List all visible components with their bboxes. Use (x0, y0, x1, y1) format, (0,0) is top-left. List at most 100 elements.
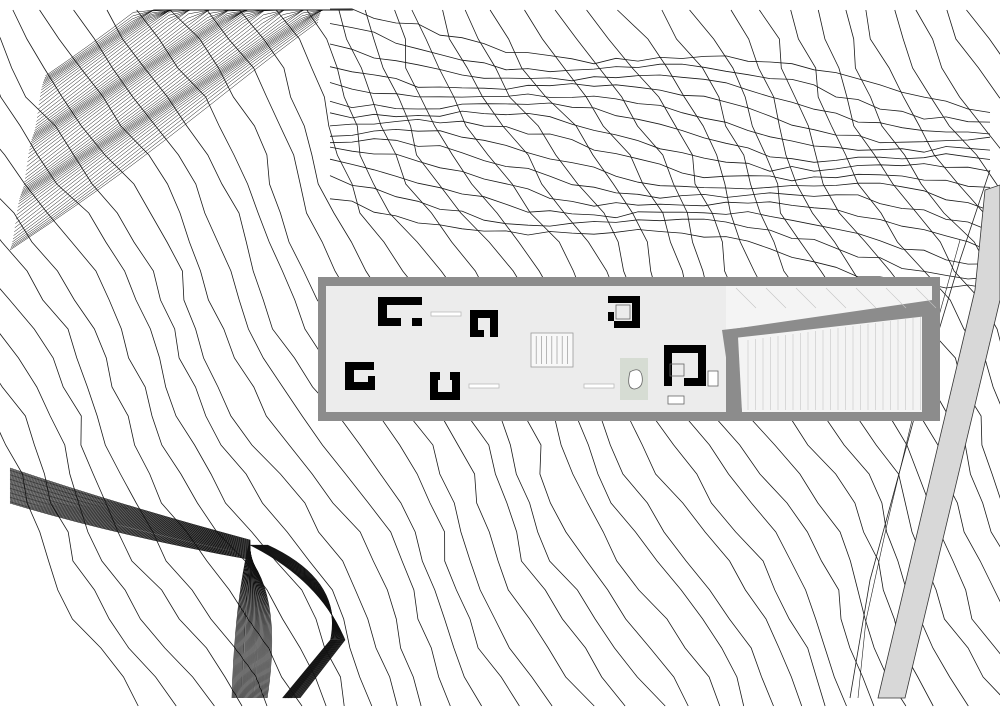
steep-contour-line (13, 9, 322, 236)
ravine-contour-line (9, 476, 251, 699)
ravine-contour-line (9, 488, 258, 699)
ramp-lower-floor (738, 314, 922, 412)
ravine-contour-line (9, 499, 269, 699)
steep-contour-line (18, 9, 327, 202)
ravine-contour-line (9, 475, 251, 699)
ravine-contour-line (9, 484, 254, 699)
ravine-contour-line (9, 483, 254, 699)
steep-contour-line (9, 21, 319, 251)
contour-line (329, 110, 991, 172)
ravine-contour-line (9, 498, 268, 699)
contour-line (915, 9, 1000, 149)
wall-fragment-6 (430, 372, 460, 400)
contour-line (0, 238, 268, 707)
ramp-upper-line (795, 287, 817, 309)
contour-line (0, 198, 303, 707)
ravine-contour-line (9, 483, 253, 699)
ravine-contour-line (9, 494, 264, 699)
steep-slope-northwest (9, 9, 354, 251)
ramp-upper-line (885, 287, 907, 309)
wall-fragments (345, 296, 706, 400)
ravine-contour-line (9, 492, 261, 699)
contour-line (329, 66, 991, 144)
ravine-contour-line (9, 490, 260, 699)
ravine-contour-line (9, 467, 251, 699)
ravine-contour-line (9, 486, 256, 699)
ravine-contour-line (9, 471, 251, 699)
steep-contour-line (20, 9, 329, 197)
steep-contour-line (12, 10, 322, 240)
contour-line (759, 9, 1000, 499)
ravine-contour-line (9, 482, 252, 699)
ravine-contour-line (9, 487, 257, 699)
ravine-contour-line (9, 468, 251, 699)
fragment-3-insert (615, 304, 631, 320)
contour-line (12, 9, 398, 707)
contour-line (329, 198, 991, 289)
ravine-dense-contours (9, 467, 346, 699)
ravine-contour-line (9, 477, 251, 699)
contour-line (39, 9, 422, 707)
ravine-contour-line (9, 480, 251, 699)
contour-line (329, 100, 991, 163)
contour-line (0, 288, 243, 707)
floor-hatch (667, 395, 685, 405)
ramp-upper-floor (726, 286, 932, 330)
steep-contour-line (17, 9, 326, 212)
steep-contour-line (14, 9, 323, 228)
bench-1 (430, 311, 462, 317)
bench-2 (468, 383, 500, 389)
steep-contour-line (12, 12, 321, 243)
contour-line (0, 36, 373, 707)
ravine-contour-line (9, 501, 272, 699)
wall-fragment-1 (378, 297, 422, 326)
contour-line (329, 118, 991, 188)
ravine-contour-line (9, 496, 266, 699)
contour-line (0, 382, 177, 707)
contour-line (106, 9, 482, 707)
contour-line (329, 128, 991, 211)
ravine-contour-line (9, 474, 251, 699)
ravine-contour-line (9, 479, 251, 699)
steep-contour-line (17, 9, 326, 208)
steep-contour-line (11, 14, 320, 245)
steep-contour-line (20, 9, 329, 196)
ramp-upper-line (855, 287, 877, 309)
steep-contour-line (21, 9, 330, 192)
wall-fragment-6-gap (440, 372, 450, 380)
contour-line (329, 82, 991, 153)
ravine-contour-line (9, 493, 263, 699)
ravine-contour-line (9, 472, 251, 699)
steep-contour-line (16, 9, 325, 216)
contour-line (329, 43, 991, 135)
ramp-upper-line (825, 287, 847, 309)
wall-fragment-3 (608, 296, 640, 328)
ramp-upper-line (915, 287, 937, 309)
contour-line (329, 138, 991, 232)
contour-line (845, 9, 1000, 285)
door-panel (707, 370, 719, 387)
ramp-upper-line (765, 287, 787, 309)
ravine-contour-line (9, 492, 262, 699)
contour-line (865, 9, 1000, 239)
steep-contour-line (19, 9, 328, 199)
bench-3 (583, 383, 615, 389)
ravine-contour-line (9, 495, 265, 699)
ravine-contour-line (9, 473, 251, 699)
ravine-contour-line (9, 469, 251, 699)
contour-line (817, 9, 1000, 342)
contour-line (329, 158, 991, 265)
contour-line (0, 93, 345, 707)
contour-line (0, 333, 215, 707)
ravine-contour-line (9, 474, 251, 699)
steep-contour-line (10, 18, 319, 249)
ravine-contour-line (9, 470, 251, 699)
wall-fragment-2 (470, 310, 498, 337)
ravine-contour-line (9, 485, 255, 699)
ravine-contour-line (9, 502, 273, 699)
ramp-wall (722, 306, 928, 412)
contour-line (329, 8, 991, 113)
fragment-4-insert (669, 363, 685, 377)
steep-contour-line (15, 9, 325, 220)
